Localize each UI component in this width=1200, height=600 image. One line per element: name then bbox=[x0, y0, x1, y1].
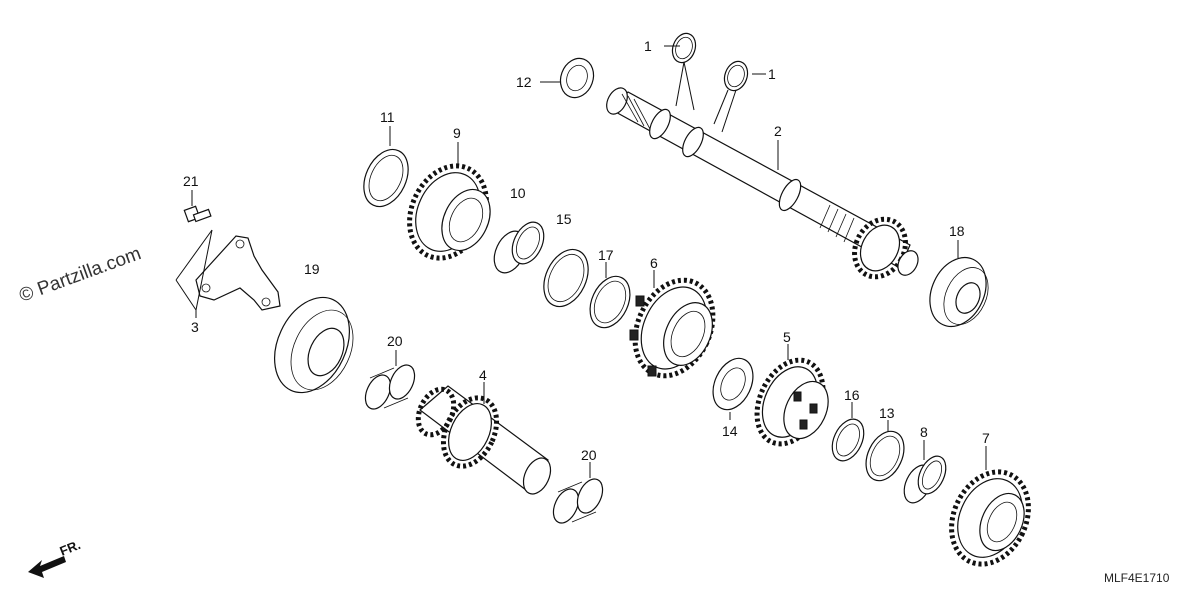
callout-17: 17 bbox=[598, 247, 614, 263]
callout-numbers: 1 1 2 3 4 5 6 7 8 9 10 11 12 13 14 15 16… bbox=[183, 38, 990, 463]
part-2-shaft bbox=[606, 87, 919, 280]
callout-9: 9 bbox=[453, 125, 461, 141]
callout-14: 14 bbox=[722, 423, 738, 439]
callout-7: 7 bbox=[982, 430, 990, 446]
callout-21: 21 bbox=[183, 173, 199, 189]
front-arrow-icon bbox=[28, 556, 66, 578]
part-12-washer bbox=[559, 57, 595, 99]
callout-16: 16 bbox=[844, 387, 860, 403]
callout-1b: 1 bbox=[768, 66, 776, 82]
part-5-gear bbox=[754, 357, 829, 447]
part-20-needle-bearing-upper bbox=[364, 364, 416, 410]
part-18-bearing bbox=[929, 256, 989, 328]
callout-11: 11 bbox=[380, 109, 395, 125]
part-11-washer bbox=[363, 148, 409, 208]
part-21-bolt bbox=[183, 205, 212, 223]
diagram-code: MLF4E1710 bbox=[1104, 571, 1170, 585]
callout-12: 12 bbox=[516, 74, 532, 90]
part-16-circlip bbox=[831, 418, 865, 462]
callout-4: 4 bbox=[479, 367, 487, 383]
part-10-bushing bbox=[493, 221, 545, 274]
part-17-circlip bbox=[589, 275, 631, 329]
part-4-gear-sleeve bbox=[415, 385, 552, 495]
callout-6: 6 bbox=[650, 255, 658, 271]
callout-18: 18 bbox=[949, 223, 965, 239]
callout-20a: 20 bbox=[387, 333, 403, 349]
callout-13: 13 bbox=[879, 405, 895, 421]
part-8-bushing bbox=[903, 455, 947, 504]
front-indicator-label: FR. bbox=[58, 537, 83, 559]
part-15-washer bbox=[543, 248, 589, 308]
part-14-lock-washer bbox=[712, 357, 754, 411]
part-6-gear bbox=[629, 277, 716, 379]
callout-19: 19 bbox=[304, 261, 320, 277]
part-13-washer bbox=[865, 430, 905, 482]
part-3-bracket bbox=[195, 235, 281, 311]
part-20-needle-bearing-lower bbox=[552, 478, 604, 524]
callout-3: 3 bbox=[191, 319, 199, 335]
callout-10: 10 bbox=[510, 185, 526, 201]
part-7-gear bbox=[949, 469, 1031, 567]
callout-8: 8 bbox=[920, 424, 928, 440]
leader-lines bbox=[175, 45, 987, 478]
part-1-circlip-upper bbox=[671, 32, 697, 64]
part-9-gear bbox=[407, 163, 491, 261]
watermark: © Partzilla.com bbox=[17, 243, 144, 307]
callout-2: 2 bbox=[774, 123, 782, 139]
callout-1a: 1 bbox=[644, 38, 652, 54]
callout-15: 15 bbox=[556, 211, 572, 227]
part-19-bearing bbox=[274, 296, 354, 394]
callout-5: 5 bbox=[783, 329, 791, 345]
part-1-circlip-lower bbox=[723, 60, 749, 92]
callout-20b: 20 bbox=[581, 447, 597, 463]
